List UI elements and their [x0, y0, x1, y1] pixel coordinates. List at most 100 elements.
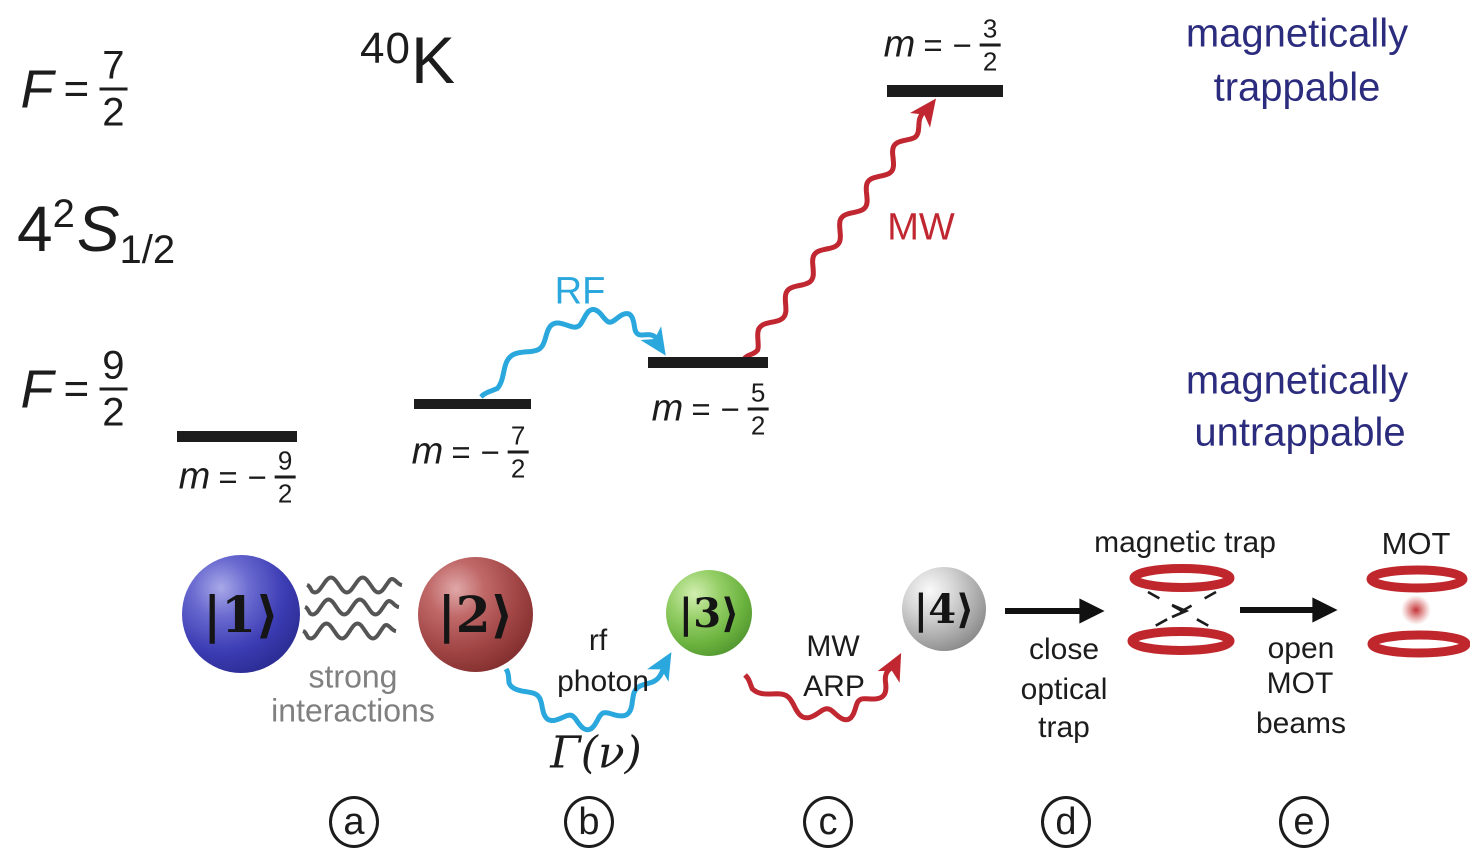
equals-sign: =	[923, 26, 943, 63]
fraction-denominator: 2	[750, 410, 766, 441]
atom-state-3-sphere: |3⟩	[666, 570, 752, 656]
minus-sign: −	[480, 433, 500, 470]
equals-sign: =	[63, 364, 90, 413]
close-optical-trap-line2: optical	[1020, 673, 1108, 706]
term-superscript: 2	[52, 192, 75, 236]
mw-arp-arrow	[743, 653, 902, 723]
open-mot-beams-line1: open	[1267, 632, 1335, 665]
isotope-title: 40K	[360, 22, 456, 98]
strong-interactions-line1: strong	[308, 658, 398, 695]
trap-field-chevron	[1171, 603, 1190, 619]
term-symbol: 42S1/2	[17, 192, 175, 272]
mw-transition-label: MW	[887, 206, 955, 249]
fraction-denominator: 2	[102, 90, 125, 135]
magnetic-trap-coil-top	[1129, 564, 1235, 592]
rf-photon-arrow	[503, 652, 672, 733]
minus-sign: −	[952, 26, 972, 63]
fraction-numerator: 5	[747, 380, 769, 411]
close-optical-trap-line1: close	[1028, 633, 1100, 666]
f-symbol: F	[20, 359, 54, 419]
level-bar-m-9-2	[177, 431, 297, 442]
atom-state-2-sphere: |2⟩	[418, 557, 533, 672]
ket-1-label: |1⟩	[203, 584, 279, 644]
equals-sign: =	[63, 64, 90, 113]
magnetic-trap-coil-bottom	[1127, 627, 1235, 655]
fraction-denominator: 2	[277, 478, 293, 509]
ket-4-label: |4⟩	[913, 585, 975, 633]
magnetically-trappable-line1: magnetically	[1185, 11, 1409, 56]
fraction-numerator: 7	[507, 423, 529, 454]
mw-transition-arrow	[742, 98, 936, 361]
fraction-numerator: 9	[99, 346, 128, 391]
fraction-denominator: 2	[510, 453, 526, 484]
equals-sign: =	[218, 458, 238, 495]
fraction-numerator: 7	[99, 46, 128, 91]
rf-photon-line2: photon	[557, 665, 649, 698]
mot-coil-bottom	[1367, 630, 1470, 658]
mot-label: MOT	[1381, 526, 1451, 561]
mw-arp-line1: MW	[806, 630, 860, 663]
open-mot-beams-line2: MOT	[1266, 667, 1334, 700]
close-optical-trap-line3: trap	[1038, 711, 1090, 744]
step-circle-a: a	[329, 796, 379, 848]
step-circle-b: b	[564, 796, 614, 848]
atom-state-4-sphere: |4⟩	[902, 567, 986, 651]
step-circle-e: e	[1279, 796, 1329, 848]
interaction-wave-1	[306, 575, 403, 595]
gamma-nu-label: Γ(ν)	[550, 727, 642, 779]
isotope-symbol: K	[410, 23, 456, 97]
magnetic-trap-label: magnetic trap	[1094, 526, 1276, 559]
fraction-denominator: 2	[102, 390, 125, 435]
fraction-numerator: 9	[274, 448, 296, 479]
f-symbol: F	[20, 59, 54, 119]
m-symbol: m	[883, 23, 916, 66]
minus-sign: −	[247, 458, 267, 495]
term-letter: S	[76, 193, 120, 265]
minus-sign: −	[720, 390, 740, 427]
term-subscript: 1/2	[119, 228, 176, 272]
strong-interactions-line2: interactions	[271, 692, 435, 729]
magnetically-untrappable-line2: untrappable	[1194, 410, 1406, 455]
level-bar-m-7-2	[414, 399, 531, 409]
magnetically-trappable-line2: trappable	[1213, 65, 1381, 110]
fraction-numerator: 3	[979, 16, 1001, 47]
rf-photon-line1: rf	[588, 624, 608, 657]
isotope-mass: 40	[360, 24, 411, 73]
interaction-wave-2	[304, 597, 400, 617]
ket-3-label: |3⟩	[678, 589, 740, 637]
fraction-denominator: 2	[982, 46, 998, 77]
level-bar-m-3-2	[887, 85, 1003, 97]
equals-sign: =	[691, 390, 711, 427]
trap-field-dashed-line-2	[1147, 590, 1217, 632]
ket-2-label: |2⟩	[437, 585, 514, 644]
m-symbol: m	[178, 455, 211, 498]
mot-atom-cloud	[1401, 595, 1431, 625]
open-mot-beams-line3: beams	[1255, 707, 1347, 740]
mw-arp-line2: ARP	[803, 670, 865, 703]
m-symbol: m	[411, 430, 444, 473]
rf-transition-arrow	[479, 307, 666, 399]
magnetically-untrappable-line1: magnetically	[1185, 358, 1409, 403]
equals-sign: =	[451, 433, 471, 470]
term-base: 4	[17, 193, 53, 265]
step-circle-d: d	[1041, 796, 1091, 848]
m-symbol: m	[651, 387, 684, 430]
interaction-wave-3	[302, 621, 397, 641]
step-circle-c: c	[803, 796, 853, 848]
level-bar-m-5-2	[648, 357, 768, 368]
rf-transition-label: RF	[554, 270, 606, 313]
